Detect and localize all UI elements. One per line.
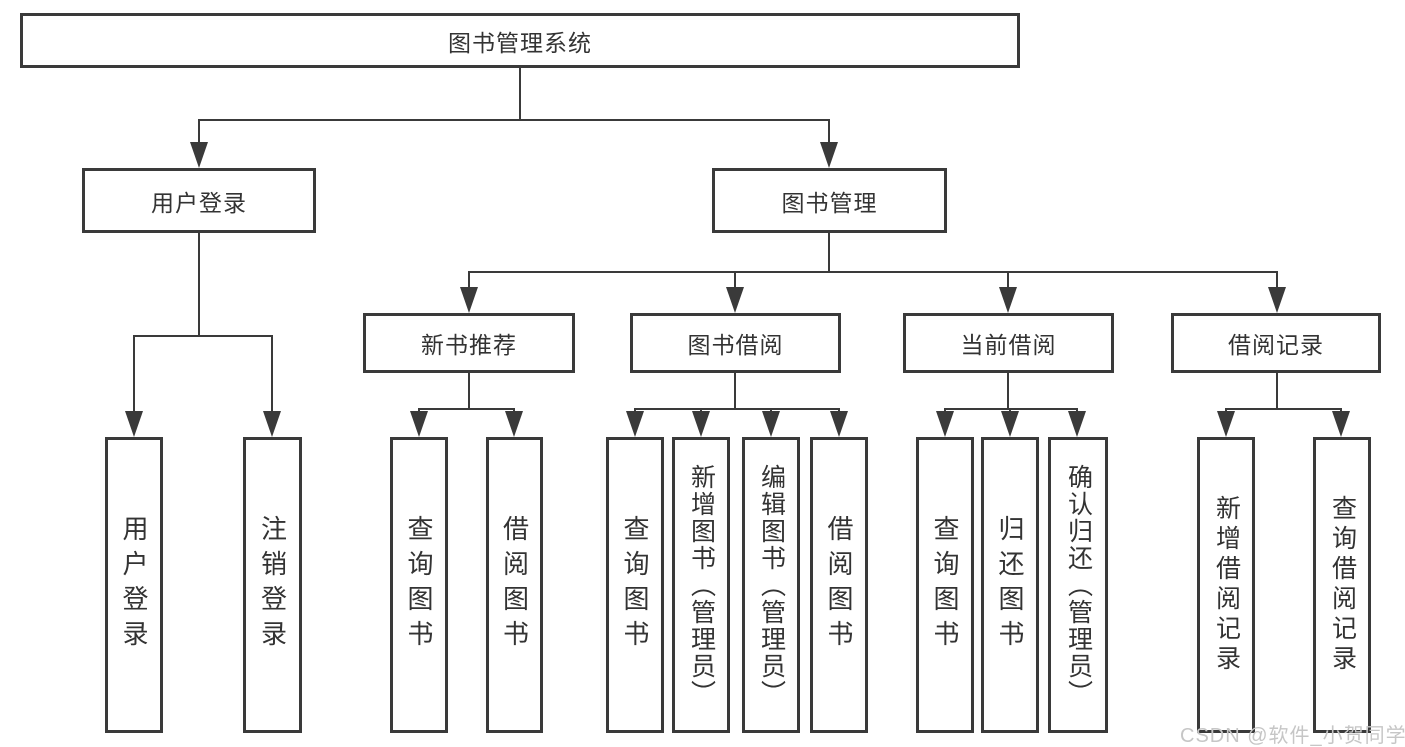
node-user-login: 用户登录 [82, 168, 316, 233]
connector-bb-vline [734, 373, 736, 410]
leaf-user-login: 用户登录 [105, 437, 163, 733]
leaf-bb-borrow-book-label: 借阅图书 [824, 515, 854, 655]
leaf-bb-borrow-book: 借阅图书 [810, 437, 868, 733]
connector-userlogin-hline [133, 335, 273, 337]
connector-bb-hline [634, 408, 840, 410]
connector-level3-hline [468, 271, 1278, 273]
leaf-br-add-record-label: 新增借阅记录 [1212, 495, 1241, 675]
node-new-book-recommend: 新书推荐 [363, 313, 575, 373]
node-root-label: 图书管理系统 [448, 29, 592, 56]
arrow-down-icon [692, 411, 710, 437]
connector-userlogin-vline [198, 233, 200, 337]
arrow-down-icon [999, 287, 1017, 313]
node-book-management-label: 图书管理 [781, 189, 878, 216]
arrow-down-icon [1001, 411, 1019, 437]
connector-root-right-shaft [828, 119, 830, 149]
connector-root-vline [519, 68, 521, 120]
leaf-user-login-label: 用户登录 [119, 515, 149, 655]
leaf-bb-edit-book-admin-label: 编辑图书（管理员） [757, 463, 786, 707]
leaf-bb-add-book-admin-label: 新增图书（管理员） [687, 463, 716, 707]
arrow-down-icon [762, 411, 780, 437]
node-book-borrow: 图书借阅 [630, 313, 841, 373]
csdn-watermark: CSDN @软件_小贺同学 [1180, 725, 1405, 747]
leaf-cb-return-book-label: 归还图书 [995, 515, 1025, 655]
connector-level3-shaft-1 [468, 271, 470, 291]
connector-cb-hline [944, 408, 1078, 410]
arrow-down-icon [726, 287, 744, 313]
arrow-down-icon [190, 142, 208, 168]
leaf-bb-query-book: 查询图书 [606, 437, 664, 733]
arrow-down-icon [1217, 411, 1235, 437]
connector-br-vline [1276, 373, 1278, 410]
arrow-down-icon [505, 411, 523, 437]
arrow-down-icon [1332, 411, 1350, 437]
leaf-br-query-record: 查询借阅记录 [1313, 437, 1371, 733]
connector-userlogin-left-shaft [133, 335, 135, 415]
leaf-nbr-borrow-book-label: 借阅图书 [499, 515, 530, 655]
leaf-cb-return-book: 归还图书 [981, 437, 1039, 733]
leaf-logout: 注销登录 [243, 437, 302, 733]
arrow-down-icon [626, 411, 644, 437]
leaf-nbr-borrow-book: 借阅图书 [486, 437, 543, 733]
connector-bookmgmt-vline [828, 233, 830, 273]
connector-br-hline [1225, 408, 1342, 410]
arrow-down-icon [125, 411, 143, 437]
connector-root-left-shaft [198, 119, 200, 149]
arrow-down-icon [263, 411, 281, 437]
leaf-cb-confirm-return-admin-label: 确认归还（管理员） [1064, 463, 1093, 707]
connector-nbr-vline [468, 373, 470, 410]
leaf-bb-edit-book-admin: 编辑图书（管理员） [742, 437, 800, 733]
leaf-nbr-query-book: 查询图书 [390, 437, 448, 733]
arrow-down-icon [1068, 411, 1086, 437]
node-current-borrow: 当前借阅 [903, 313, 1114, 373]
leaf-cb-query-book-label: 查询图书 [930, 515, 960, 655]
node-current-borrow-label: 当前借阅 [960, 332, 1057, 358]
connector-root-hline [198, 119, 830, 121]
leaf-nbr-query-book-label: 查询图书 [404, 515, 434, 655]
connector-level3-shaft-4 [1276, 271, 1278, 291]
connector-userlogin-right-shaft [271, 335, 273, 415]
arrow-down-icon [830, 411, 848, 437]
node-root: 图书管理系统 [20, 13, 1020, 68]
leaf-cb-query-book: 查询图书 [916, 437, 974, 733]
node-book-borrow-label: 图书借阅 [687, 332, 784, 358]
arrow-down-icon [410, 411, 428, 437]
leaf-logout-label: 注销登录 [257, 515, 288, 655]
arrow-down-icon [820, 142, 838, 168]
node-borrow-record: 借阅记录 [1171, 313, 1381, 373]
connector-level3-shaft-3 [1007, 271, 1009, 291]
leaf-bb-query-book-label: 查询图书 [620, 515, 650, 655]
arrow-down-icon [936, 411, 954, 437]
leaf-cb-confirm-return-admin: 确认归还（管理员） [1048, 437, 1108, 733]
node-new-book-recommend-label: 新书推荐 [421, 332, 517, 358]
arrow-down-icon [1268, 287, 1286, 313]
connector-cb-vline [1007, 373, 1009, 410]
node-user-login-label: 用户登录 [151, 189, 247, 216]
arrow-down-icon [460, 287, 478, 313]
connector-level3-shaft-2 [734, 271, 736, 291]
connector-nbr-hline [418, 408, 515, 410]
node-book-management: 图书管理 [712, 168, 947, 233]
leaf-bb-add-book-admin: 新增图书（管理员） [672, 437, 730, 733]
leaf-br-add-record: 新增借阅记录 [1197, 437, 1255, 733]
node-borrow-record-label: 借阅记录 [1228, 332, 1324, 358]
leaf-br-query-record-label: 查询借阅记录 [1328, 495, 1357, 675]
